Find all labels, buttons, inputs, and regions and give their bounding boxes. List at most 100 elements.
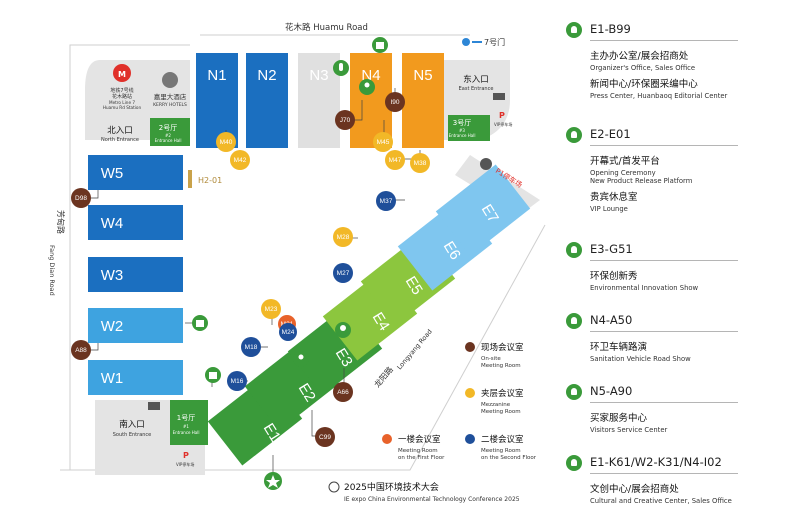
legend-item-cn: 买家服务中心: [590, 413, 648, 424]
road-outline-west: [69, 44, 190, 470]
room-j70: [335, 110, 355, 130]
metro-icon: [113, 64, 131, 82]
room-c99: [315, 427, 335, 447]
legend-code: E2-E01: [590, 127, 631, 141]
room-label-m47: M47: [389, 157, 402, 164]
conference-cn: 2025中国环境技术大会: [344, 481, 439, 493]
vip-parking-south: VIP停车场: [176, 461, 194, 467]
entrance-hall-3: [448, 115, 490, 141]
legend-item-cn: 环卫车辆路演: [590, 342, 648, 353]
people-glyph-north: [364, 82, 370, 88]
room-label-d98: D98: [75, 195, 87, 202]
vip-parking-east: VIP停车场: [494, 121, 512, 127]
legend-item-cn: 贵宾休息室: [590, 192, 638, 203]
legend-code: E3-G51: [590, 242, 633, 256]
legend-item-en: Organizer's Office, Sales Office: [590, 64, 696, 72]
hall-label-n2: N2: [257, 67, 276, 84]
east-entrance-en: East Entrance: [459, 86, 494, 92]
legend-e2-e01: E2-E01 开幕式/首发平台 Opening Ceremony New Prod…: [562, 127, 738, 213]
entrance-hall-2: [150, 118, 190, 146]
legend-n4-a50: N4-A50 环卫车辆路演 Sanitation Vehicle Road Sho…: [562, 313, 738, 363]
metro-en: Metro Line 7: [109, 100, 135, 105]
conference-en: IE expo China Environmental Technology C…: [344, 496, 520, 503]
room-label-m40: M40: [220, 139, 233, 146]
road-longyang-cn: 龙阳路: [372, 364, 395, 389]
legend-mezz-en1: Mezzanine: [481, 402, 511, 408]
legend-item-en: Sanitation Vehicle Road Show: [590, 355, 691, 363]
hall-n3: [298, 53, 340, 148]
room-label-a66: A66: [337, 389, 349, 396]
hall-w2: [88, 308, 183, 343]
hall-e7-group: [435, 164, 531, 256]
legend-onsite-en2: Meeting Room: [481, 363, 521, 369]
parking-p-south: P: [183, 451, 189, 460]
bag-glyph-west: [196, 320, 204, 327]
legend-item-cn: 文创中心/展会招商处: [590, 484, 679, 495]
entrance-hall-1-label: 1号厅: [177, 414, 195, 422]
entrance-hall-1-sub2: Entrance Hall: [173, 430, 200, 435]
legend-code: N4-A50: [590, 313, 633, 327]
legend-second-dot: [465, 434, 475, 444]
bag-glyph-south: [209, 372, 217, 379]
entrance-hall-2-label: 2号厅: [159, 124, 177, 132]
road-longyang-en: Longyang Road: [395, 328, 433, 372]
room-label-m23: M23: [265, 306, 278, 313]
room-m45: [373, 132, 393, 152]
road-fangdian-en: Fang Dian Road: [48, 245, 56, 296]
hotel-en: KERRY HOTELS: [153, 102, 187, 108]
legend-item-en: Opening Ceremony New Product Release Pla…: [590, 169, 693, 185]
room-label-m28: M28: [337, 234, 350, 241]
room-label-m18: M18: [245, 344, 258, 351]
bag-glyph-north: [376, 42, 384, 49]
room-label-a88: A88: [75, 347, 87, 354]
hall-n1: [196, 53, 238, 148]
room-m24: [279, 323, 297, 341]
room-label-c99: C99: [319, 434, 331, 441]
legend-mezz-en2: Meeting Room: [481, 409, 521, 415]
hall-label-w1: W1: [101, 370, 124, 387]
road-fangdian-cn: 芳甸路: [56, 210, 66, 234]
room-m16: [227, 371, 247, 391]
hall-label-w4: W4: [101, 215, 124, 232]
p1-car-icon: [480, 158, 492, 170]
south-entrance-cn: 南入口: [119, 419, 145, 430]
hall-w3: [88, 257, 183, 292]
hall-label-n1: N1: [207, 67, 226, 84]
room-m47: [385, 150, 405, 170]
legend-first-en2: on the First Floor: [398, 455, 445, 461]
hotel-cn: 嘉里大酒店: [154, 92, 187, 101]
star-glyph-south: [266, 475, 280, 488]
legend-mezz-cn: 夹层会议室: [481, 388, 524, 399]
hall-n5: [402, 53, 444, 148]
legend-item-cn: 环保创新秀: [590, 271, 638, 282]
legend-onsite-cn: 现场会议室: [481, 342, 524, 353]
hall-n4: [350, 53, 392, 148]
south-entrance-car-icon: [148, 402, 160, 410]
entrance-hall-2-sub1: #2: [165, 133, 171, 138]
north-entrance-en: North Entrance: [101, 137, 139, 143]
venue-map: N1 N2 N3 N4 N5 W5 W4 W3 W2 W1 E1 E2 E3 E…: [48, 22, 546, 503]
legend-first-dot: [382, 434, 392, 444]
bulb-glyph-east: [340, 325, 346, 331]
room-label-m45: M45: [377, 139, 390, 146]
mic-glyph-north: [339, 63, 343, 71]
room-label-m38: M38: [414, 160, 427, 167]
bag-icon: [566, 455, 582, 471]
east-entrance-cn: 东入口: [463, 74, 489, 85]
gate7-icon: [462, 38, 470, 46]
legend-first-cn: 一楼会议室: [398, 434, 441, 445]
h2-marker: [188, 170, 192, 188]
legend-second-en2: on the Second Floor: [481, 455, 537, 461]
people-icon: [566, 127, 582, 143]
legend-item-cn: 主办办公室/展会招商处: [590, 51, 689, 62]
room-label-m16: M16: [231, 378, 244, 385]
room-a66: [333, 382, 353, 402]
hall-w1: [88, 360, 183, 395]
legend-item-cn: 开幕式/首发平台: [590, 156, 660, 167]
metro-en2: Huamu Rd Station: [103, 105, 142, 110]
hall-w5: [88, 155, 183, 190]
room-label-m42: M42: [234, 157, 247, 164]
gate7-label: 7号门: [484, 37, 505, 47]
